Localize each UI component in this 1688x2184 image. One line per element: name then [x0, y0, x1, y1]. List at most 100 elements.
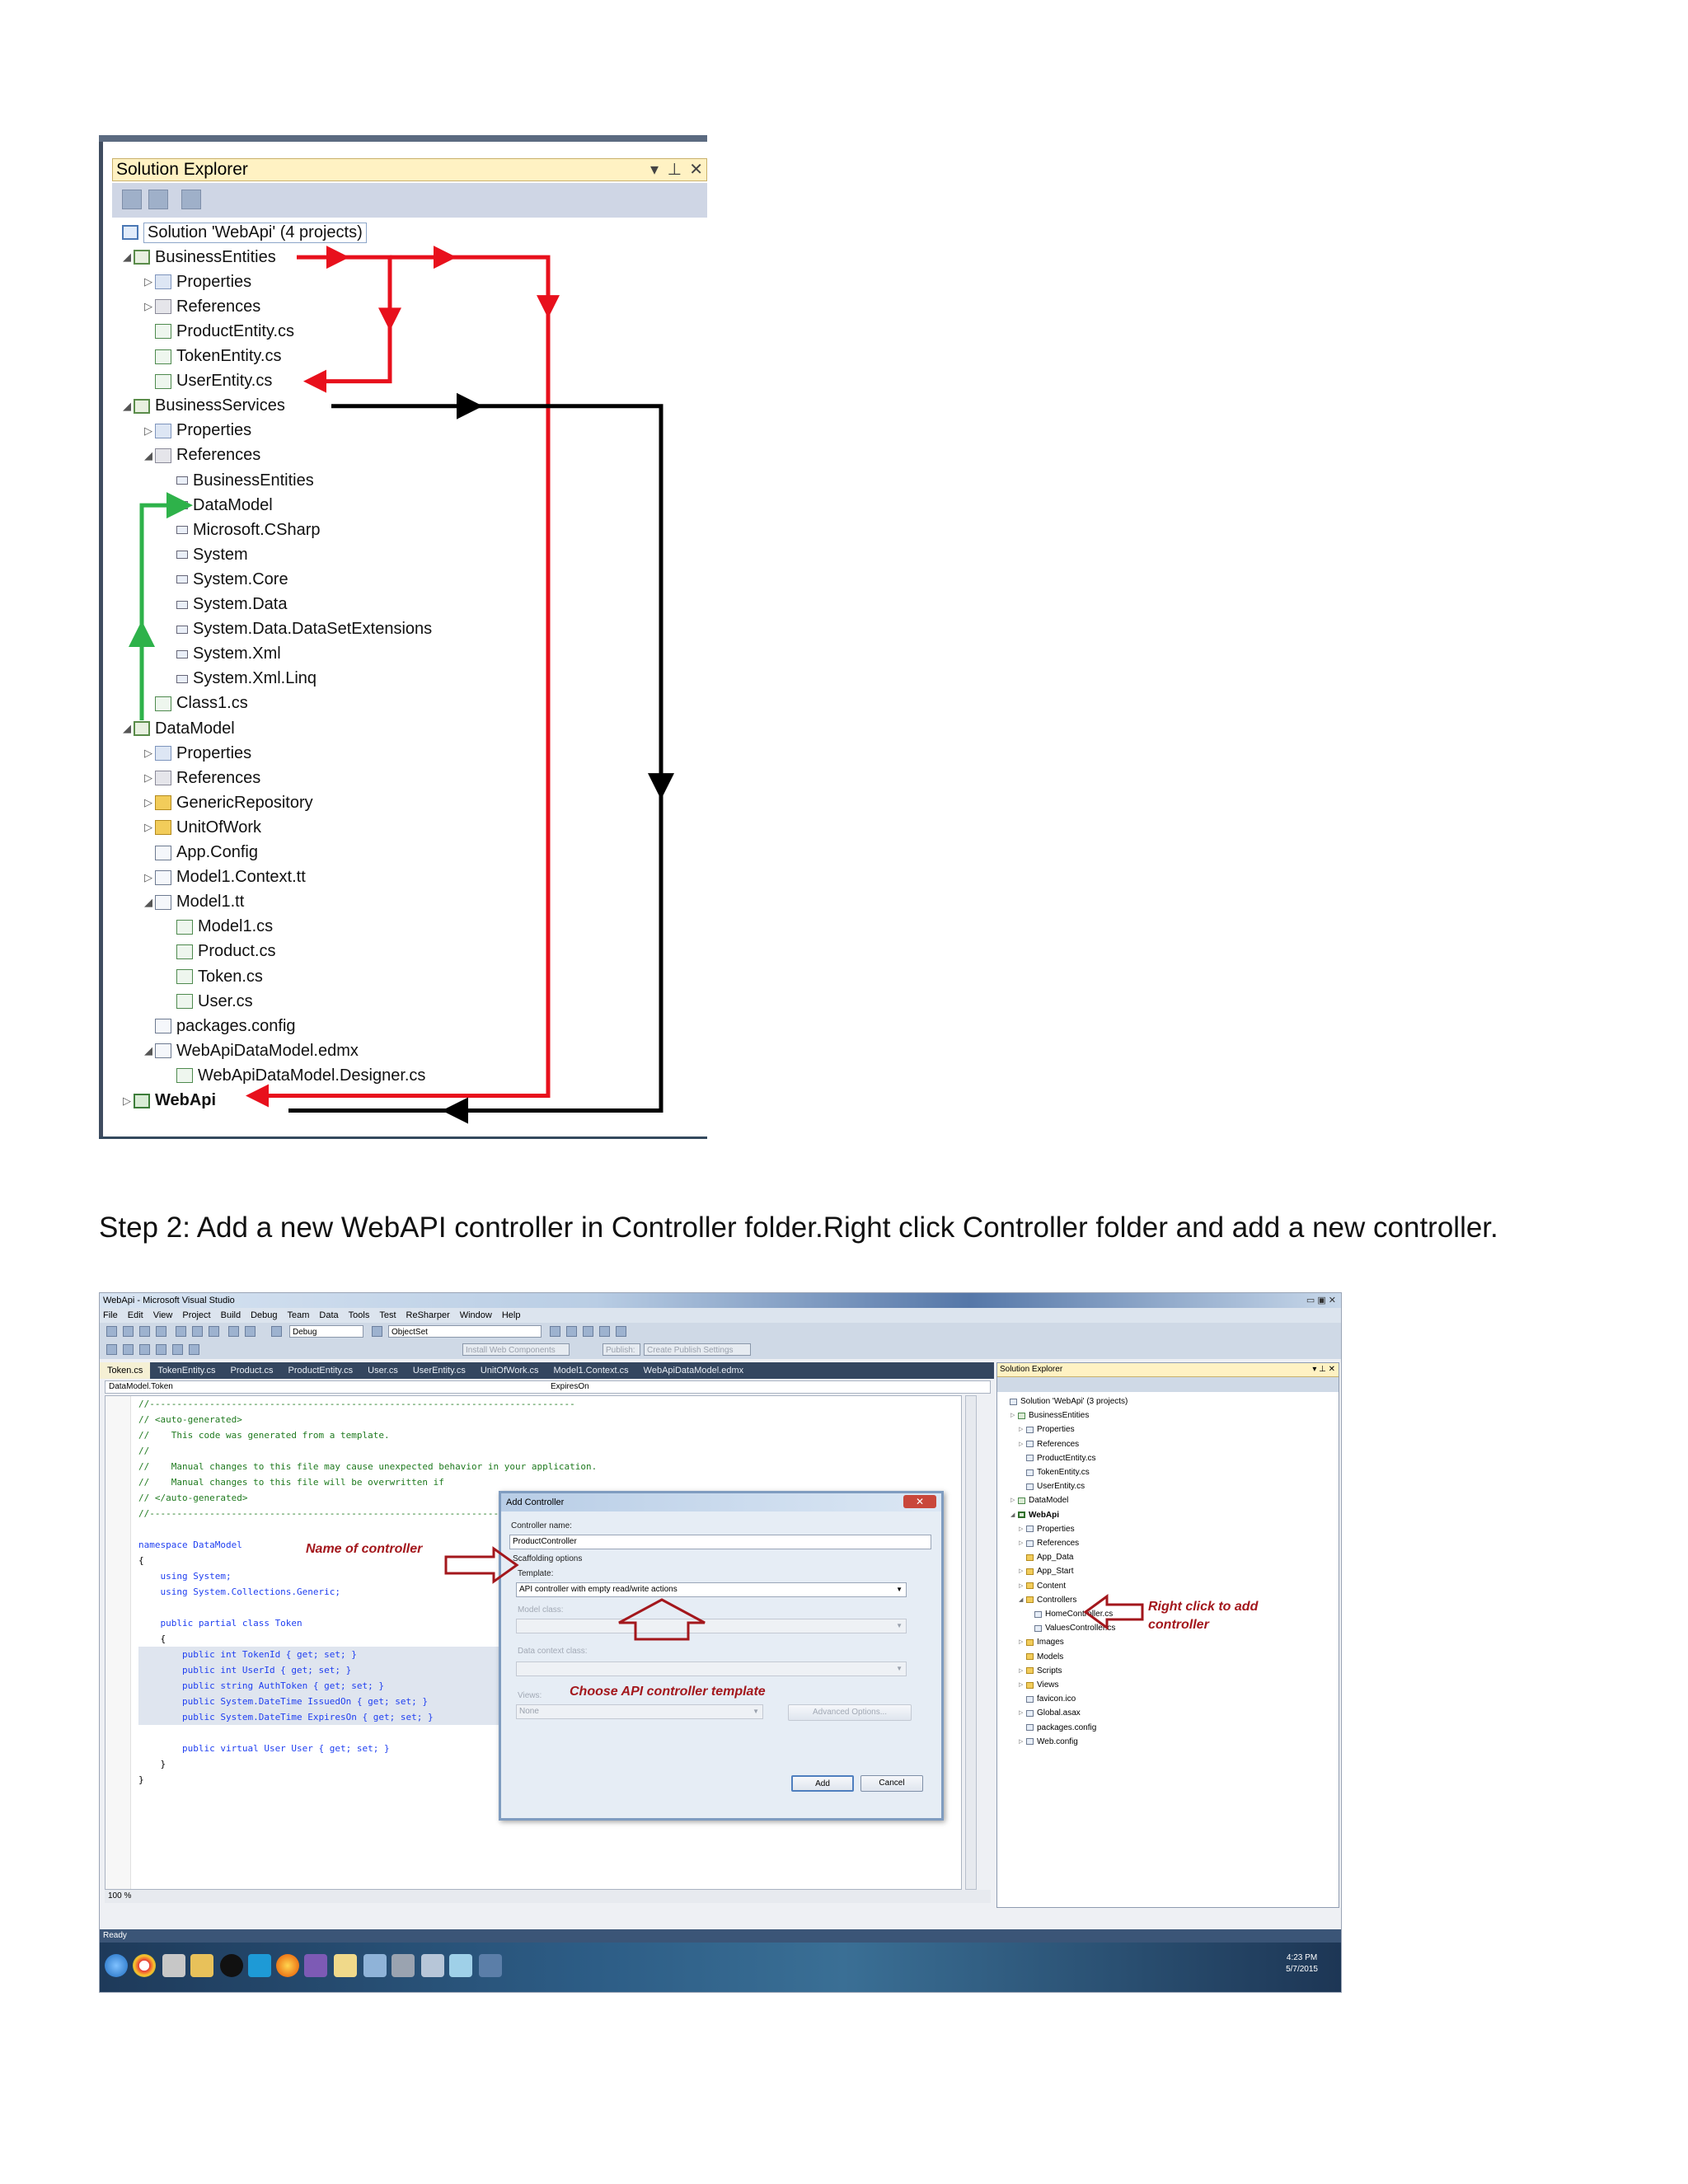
tree-item[interactable]: ▷References: [142, 766, 260, 790]
menu-item[interactable]: Debug: [251, 1310, 278, 1320]
tree-item[interactable]: ▷WebApi: [120, 1089, 216, 1113]
expander-icon[interactable]: ▷: [1019, 1667, 1024, 1674]
tree-item[interactable]: ▷Properties: [142, 269, 251, 294]
undo-icon[interactable]: [228, 1326, 239, 1337]
tree-item[interactable]: Model1.cs: [163, 915, 273, 940]
tree-item[interactable]: ▷Web.config: [1019, 1735, 1078, 1749]
tree-item[interactable]: Class1.cs: [142, 691, 248, 716]
app-icon-4[interactable]: [449, 1954, 472, 1977]
expander-icon[interactable]: ◢: [144, 1044, 152, 1057]
toolbar-tool-1-icon[interactable]: [550, 1326, 560, 1337]
menu-item[interactable]: Edit: [127, 1310, 143, 1320]
tree-item[interactable]: BusinessEntities: [163, 468, 314, 493]
toolbar-tool-10-icon[interactable]: [172, 1344, 183, 1355]
tree-item[interactable]: ◢BusinessServices: [120, 394, 285, 419]
tree-item[interactable]: ◢DataModel: [120, 716, 235, 741]
document-tab[interactable]: User.cs: [368, 1366, 398, 1376]
app-icon-3[interactable]: [421, 1954, 444, 1977]
expander-icon[interactable]: ◢: [123, 722, 131, 734]
expander-icon[interactable]: ▷: [1010, 1413, 1015, 1419]
pin-icon[interactable]: ⊥: [667, 161, 682, 179]
tree-item[interactable]: ▷BusinessEntities: [1010, 1408, 1089, 1422]
menu-item[interactable]: Help: [501, 1310, 521, 1320]
find-combo[interactable]: ObjectSet: [388, 1325, 542, 1338]
document-tab[interactable]: Model1.Context.cs: [553, 1366, 629, 1376]
expander-icon[interactable]: ◢: [144, 448, 152, 462]
close-button[interactable]: ✕: [903, 1495, 936, 1508]
expander-icon[interactable]: ▷: [144, 424, 152, 437]
refresh-icon[interactable]: [181, 190, 201, 209]
tree-item[interactable]: ▷App_Start: [1019, 1564, 1073, 1578]
find-icon[interactable]: [372, 1326, 382, 1337]
tree-item[interactable]: ▷References: [142, 294, 260, 319]
tree-item[interactable]: TokenEntity.cs: [142, 344, 281, 369]
app-icon-2[interactable]: [363, 1954, 387, 1977]
tree-item[interactable]: Solution 'WebApi' (3 projects): [1002, 1394, 1128, 1408]
document-tab[interactable]: UserEntity.cs: [412, 1366, 466, 1376]
expander-icon[interactable]: ▷: [144, 275, 152, 288]
zoom-level[interactable]: 100 %: [105, 1890, 991, 1903]
menu-item[interactable]: Data: [319, 1310, 339, 1320]
tree-item[interactable]: ▷References: [1019, 1437, 1079, 1451]
tree-item[interactable]: ProductEntity.cs: [142, 319, 294, 344]
paste-icon[interactable]: [209, 1326, 219, 1337]
expander-icon[interactable]: ▷: [144, 747, 152, 760]
tree-item[interactable]: ▷Properties: [142, 741, 251, 766]
menu-item[interactable]: Team: [287, 1310, 310, 1320]
app-p-icon[interactable]: [220, 1954, 243, 1977]
toolbar-tool-9-icon[interactable]: [156, 1344, 166, 1355]
tree-item[interactable]: App_Data: [1019, 1550, 1073, 1564]
cancel-button[interactable]: Cancel: [860, 1775, 923, 1792]
show-all-files-icon[interactable]: [148, 190, 168, 209]
toolbar-tool-11-icon[interactable]: [189, 1344, 199, 1355]
expander-icon[interactable]: ▷: [1019, 1540, 1024, 1546]
document-tab[interactable]: TokenEntity.cs: [157, 1366, 216, 1376]
tree-item[interactable]: ▷Global.asax: [1019, 1706, 1081, 1720]
toolbar-tool-3-icon[interactable]: [583, 1326, 593, 1337]
tree-item[interactable]: ▷References: [1019, 1536, 1079, 1550]
expander-icon[interactable]: ▷: [1019, 1441, 1024, 1447]
tree-item[interactable]: ▷Scripts: [1019, 1664, 1062, 1678]
tree-item[interactable]: System.Xml: [163, 642, 281, 667]
tree-item[interactable]: User.cs: [163, 989, 253, 1014]
tree-item[interactable]: ▷Model1.Context.tt: [142, 865, 306, 890]
tree-item[interactable]: ▷Properties: [1019, 1522, 1075, 1536]
expander-icon[interactable]: ◢: [1010, 1511, 1015, 1518]
menu-item[interactable]: Window: [459, 1310, 492, 1320]
tree-item[interactable]: ▷Views: [1019, 1678, 1059, 1692]
tree-item[interactable]: ▷Images: [1019, 1635, 1064, 1649]
explorer-icon[interactable]: [190, 1954, 213, 1977]
tools-icon[interactable]: [392, 1954, 415, 1977]
menu-item[interactable]: View: [152, 1310, 173, 1320]
tree-item[interactable]: ◢References: [142, 443, 260, 468]
editor-scrollbar[interactable]: [965, 1395, 977, 1890]
expander-icon[interactable]: ◢: [123, 251, 131, 264]
firefox-icon[interactable]: [276, 1954, 299, 1977]
menu-item[interactable]: Tools: [348, 1310, 370, 1320]
start-debug-icon[interactable]: [271, 1326, 282, 1337]
menu-item[interactable]: ReSharper: [406, 1310, 450, 1320]
copy-icon[interactable]: [192, 1326, 203, 1337]
start-button-icon[interactable]: [105, 1954, 128, 1977]
expander-icon[interactable]: ▷: [123, 1094, 131, 1107]
expander-icon[interactable]: ▷: [144, 796, 152, 809]
tree-item[interactable]: ◢WebApiDataModel.edmx: [142, 1038, 359, 1063]
expander-icon[interactable]: ▷: [144, 300, 152, 313]
tree-item[interactable]: ◢Model1.tt: [142, 890, 244, 915]
toolbar-tool-6-icon[interactable]: [106, 1344, 117, 1355]
solution-config-select[interactable]: Debug: [289, 1325, 363, 1338]
tree-item[interactable]: System.Data.DataSetExtensions: [163, 617, 432, 642]
tree-item[interactable]: System: [163, 542, 248, 567]
tree-item[interactable]: System.Xml.Linq: [163, 667, 316, 691]
tree-item[interactable]: ▷Properties: [142, 419, 251, 443]
tree-item[interactable]: Product.cs: [163, 940, 275, 964]
menu-item[interactable]: File: [103, 1310, 118, 1320]
tree-item[interactable]: ProductEntity.cs: [1019, 1451, 1096, 1465]
document-tab[interactable]: WebApiDataModel.edmx: [643, 1366, 744, 1376]
expander-icon[interactable]: ▷: [1019, 1582, 1024, 1589]
expander-icon[interactable]: ▷: [144, 870, 152, 883]
controllers-folder[interactable]: ◢Controllers: [1019, 1593, 1076, 1607]
type-dropdown[interactable]: DataModel.Token: [109, 1382, 173, 1391]
properties-tool-icon[interactable]: [122, 190, 142, 209]
toolbar-tool-2-icon[interactable]: [566, 1326, 577, 1337]
